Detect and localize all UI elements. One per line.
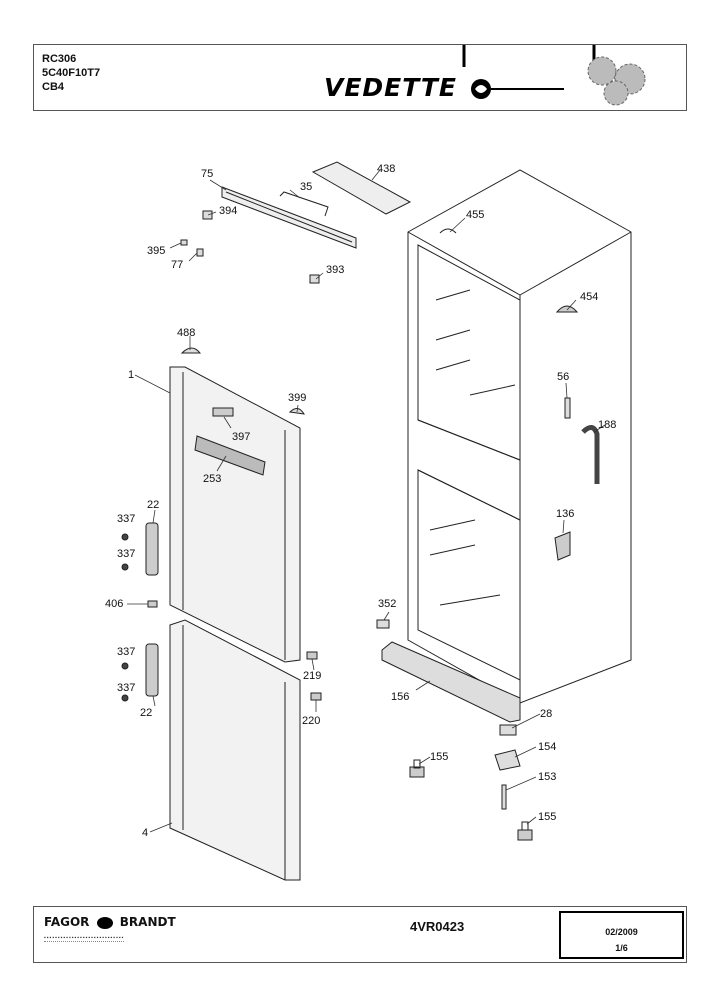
part-454	[555, 305, 579, 313]
label-337-c: 337	[117, 646, 135, 658]
label-154: 154	[538, 741, 556, 753]
label-352: 352	[378, 598, 396, 610]
maker-emblem-icon	[96, 916, 113, 929]
page-number: 1/6	[615, 943, 628, 953]
maker-logo: FAGOR BRANDT	[44, 915, 176, 929]
maker-tagline-graphic: ▪▪▪▪▪▪▪▪▪▪▪▪▪▪▪▪▪▪▪▪▪▪▪▪▪▪▪▪▪	[44, 935, 125, 942]
part-28	[499, 724, 517, 736]
label-395: 395	[147, 245, 165, 257]
gear-cluster-icon	[587, 56, 646, 106]
part-188	[581, 425, 600, 484]
part-488	[180, 347, 202, 354]
document-number: 4VR0423	[410, 919, 465, 934]
label-188: 188	[598, 419, 616, 431]
model-variant: CB4	[42, 81, 65, 93]
label-156: 156	[391, 691, 409, 703]
part-406	[147, 600, 158, 608]
label-337-a: 337	[117, 513, 135, 525]
part-labels: 75 35 438 394 395 77 393 455 454 488 1 3…	[105, 163, 616, 839]
bottom-rail	[381, 641, 521, 723]
part-219	[306, 651, 318, 660]
revision-box: 02/2009 1/6	[559, 911, 684, 959]
label-399: 399	[288, 392, 306, 404]
brand-logo: VEDETTE	[324, 73, 458, 102]
label-337-b: 337	[117, 548, 135, 560]
part-393	[309, 274, 320, 284]
bracket-35	[279, 191, 329, 217]
hinge-136	[554, 531, 571, 561]
handle-lower	[145, 643, 159, 697]
title-block: RC306 5C40F10T7 CB4 VEDETTE	[33, 44, 687, 111]
part-395	[180, 239, 188, 246]
lower-door	[169, 619, 301, 881]
part-153	[501, 784, 507, 810]
part-394	[202, 210, 213, 220]
label-397: 397	[232, 431, 250, 443]
label-56: 56	[557, 371, 569, 383]
model-code: 5C40F10T7	[42, 67, 101, 79]
part-455	[439, 228, 457, 234]
upper-door	[169, 366, 301, 663]
model-number: RC306	[42, 53, 77, 65]
label-35: 35	[300, 181, 312, 193]
label-219: 219	[303, 670, 321, 682]
label-454: 454	[580, 291, 598, 303]
foot-155-right	[517, 821, 533, 841]
maker-name-2: BRANDT	[119, 915, 176, 929]
handle-upper	[145, 522, 159, 576]
control-board	[311, 161, 412, 215]
part-220	[310, 692, 322, 701]
label-488: 488	[177, 327, 195, 339]
part-56	[564, 397, 571, 419]
label-393: 393	[326, 264, 344, 276]
label-220: 220	[302, 715, 320, 727]
label-253: 253	[203, 473, 221, 485]
screw-337-b	[121, 563, 129, 571]
label-155-left: 155	[430, 751, 448, 763]
maker-name: FAGOR	[44, 915, 90, 929]
cabinet	[407, 169, 632, 704]
vent-grille-253	[194, 435, 266, 476]
label-77: 77	[171, 259, 183, 271]
label-394: 394	[219, 205, 237, 217]
label-22-lower: 22	[140, 707, 152, 719]
label-337-d: 337	[117, 682, 135, 694]
foot-155-left	[409, 759, 425, 778]
footer-block: FAGOR BRANDT ▪▪▪▪▪▪▪▪▪▪▪▪▪▪▪▪▪▪▪▪▪▪▪▪▪▪▪…	[33, 906, 687, 963]
revision-date: 02/2009	[605, 927, 638, 937]
label-75: 75	[201, 168, 213, 180]
label-136: 136	[556, 508, 574, 520]
display-397	[212, 407, 234, 417]
brand-emblem-swirl-icon	[475, 85, 487, 93]
part-77	[196, 248, 204, 257]
label-1: 1	[128, 369, 134, 381]
screw-337-a	[121, 533, 129, 541]
label-4: 4	[142, 827, 148, 839]
part-154	[494, 749, 521, 771]
label-438: 438	[377, 163, 395, 175]
label-153: 153	[538, 771, 556, 783]
label-155-right: 155	[538, 811, 556, 823]
screw-337-d	[121, 694, 129, 702]
model-info: RC306 5C40F10T7 CB4	[42, 52, 100, 94]
leader-lines	[127, 169, 606, 833]
label-406: 406	[105, 598, 123, 610]
label-28: 28	[540, 708, 552, 720]
part-352	[376, 619, 390, 629]
brand-graphic	[462, 45, 646, 106]
screw-337-c	[121, 662, 129, 670]
label-455: 455	[466, 209, 484, 221]
label-22-upper: 22	[147, 499, 159, 511]
